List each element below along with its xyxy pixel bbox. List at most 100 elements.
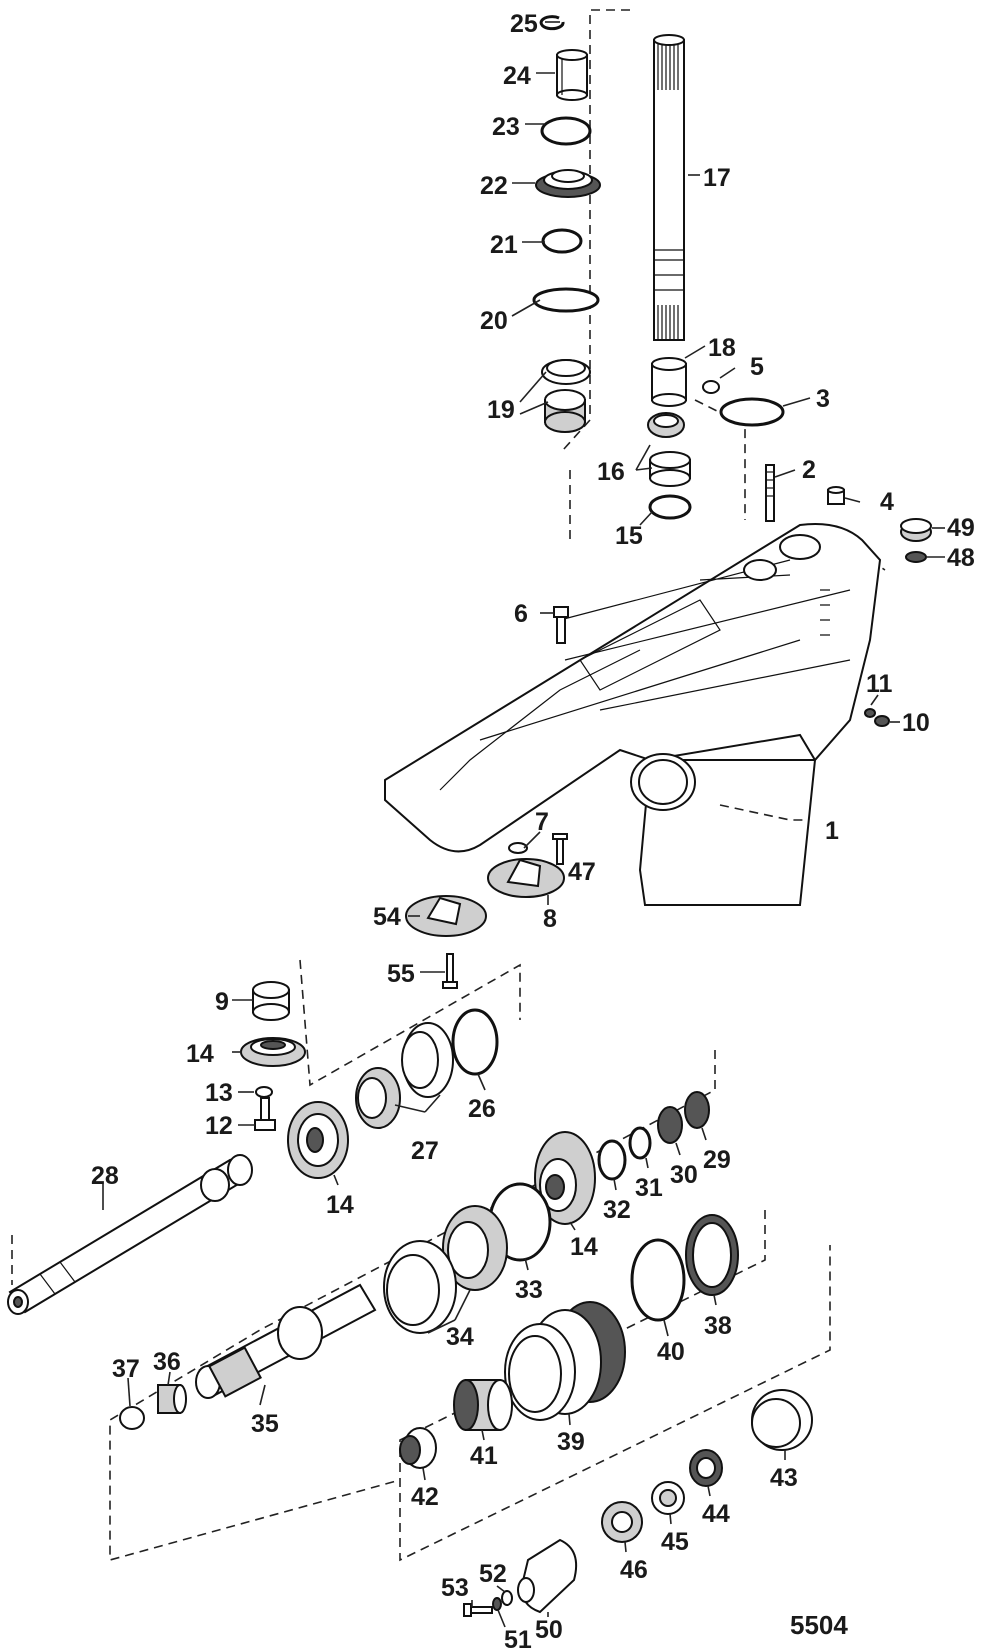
screw-part-47 [552,833,568,865]
callout-40: 40 [657,1338,685,1366]
gear-housing-part-1 [384,523,882,906]
callout-22: 22 [480,172,508,200]
callout-25: 25 [510,10,538,38]
washer-part-13 [255,1086,273,1098]
callout-11: 11 [866,670,893,698]
bearing-part-36 [157,1384,187,1414]
washer-part-11 [864,708,876,718]
callout-53: 53 [441,1574,469,1602]
bearing-part-42 [399,1427,437,1469]
gear-part-14-upper [240,1037,306,1067]
ring-part-30 [657,1106,683,1144]
callout-14-lower: 14 [570,1233,598,1261]
callout-21: 21 [490,231,518,259]
callout-8: 8 [543,905,557,933]
bushing-part-9 [252,981,290,1021]
sleeve-part-18 [651,357,687,407]
ring-part-20 [532,287,600,313]
screw-part-10 [874,715,890,727]
callout-36: 36 [153,1348,181,1376]
shaft-part-35 [195,1283,377,1399]
callout-45: 45 [661,1528,689,1556]
lockwasher-part-51 [492,1597,502,1611]
callout-33: 33 [515,1276,543,1304]
callout-9: 9 [215,988,229,1016]
thrust-hub-part-45 [651,1481,685,1515]
dowel-part-4 [827,486,845,505]
bearing-part-19 [541,359,591,433]
gear-part-14-middle [287,1101,349,1179]
ring-part-23 [540,116,592,146]
ring-part-31 [628,1126,652,1160]
callout-10: 10 [902,709,930,737]
screw-part-53 [463,1603,493,1617]
callout-18: 18 [708,334,736,362]
callout-46: 46 [620,1556,648,1584]
callout-51: 51 [504,1626,532,1649]
cap-part-50 [517,1538,578,1614]
o-ring-part-40 [630,1238,686,1322]
callout-38: 38 [704,1312,732,1340]
bearing-carrier-part-39 [504,1301,626,1421]
leader-lines [102,21,945,1628]
gear-part-14-lower [534,1131,596,1225]
ring-part-21 [541,228,583,254]
callout-52: 52 [479,1560,507,1588]
callout-48: 48 [947,544,975,572]
callout-26: 26 [468,1095,496,1123]
plug-part-49 [900,518,932,542]
callout-20: 20 [480,307,508,335]
callout-43: 43 [770,1464,798,1492]
upper-bearing-stack [532,15,601,433]
callout-39: 39 [557,1428,585,1456]
bearing-part-16 [647,412,691,487]
bolt-part-6 [553,606,569,644]
callout-27: 27 [411,1137,439,1165]
callout-24: 24 [503,62,531,90]
callout-54: 54 [373,903,401,931]
callout-1: 1 [825,817,839,845]
callout-29: 29 [703,1146,731,1174]
nut-part-46 [601,1501,643,1543]
figure-number: 5504 [790,1610,848,1640]
ring-part-32 [597,1139,627,1181]
retaining-ring-part-25 [539,15,565,31]
bushing-part-37 [119,1406,145,1430]
seal-part-22 [535,169,601,198]
stud-part-2 [765,464,775,522]
tab-washer-part-44 [689,1449,723,1487]
callout-31: 31 [635,1174,663,1202]
bearing-part-34 [383,1205,508,1334]
callout-6: 6 [514,600,528,628]
callout-15: 15 [615,522,643,550]
callout-34: 34 [446,1323,474,1351]
o-ring-part-3 [719,397,785,427]
callout-17: 17 [703,164,731,192]
bearing-part-41 [453,1379,513,1431]
callout-23: 23 [492,113,520,141]
nut-part-5 [702,380,720,394]
screw-part-55 [442,953,458,989]
washer-part-52 [501,1590,513,1606]
ring-part-29 [684,1091,710,1129]
callout-labels: 25 24 23 22 21 20 19 17 18 5 3 16 2 15 4… [91,10,975,1649]
callout-30: 30 [670,1161,698,1189]
anode-part-8 [487,858,565,898]
bearing-part-27 [355,1022,454,1129]
callout-35: 35 [251,1410,279,1438]
callout-44: 44 [702,1500,730,1528]
callout-7: 7 [535,808,549,836]
anode-part-54 [405,895,487,937]
callout-2: 2 [802,456,816,484]
callout-37: 37 [112,1355,140,1383]
callout-16: 16 [597,458,625,486]
callout-28: 28 [91,1162,119,1190]
ring-part-26 [451,1008,499,1076]
callout-19: 19 [487,396,515,424]
callout-14-middle: 14 [326,1191,354,1219]
washer-part-48 [905,551,927,563]
callout-5: 5 [750,353,764,381]
callout-32: 32 [603,1196,631,1224]
